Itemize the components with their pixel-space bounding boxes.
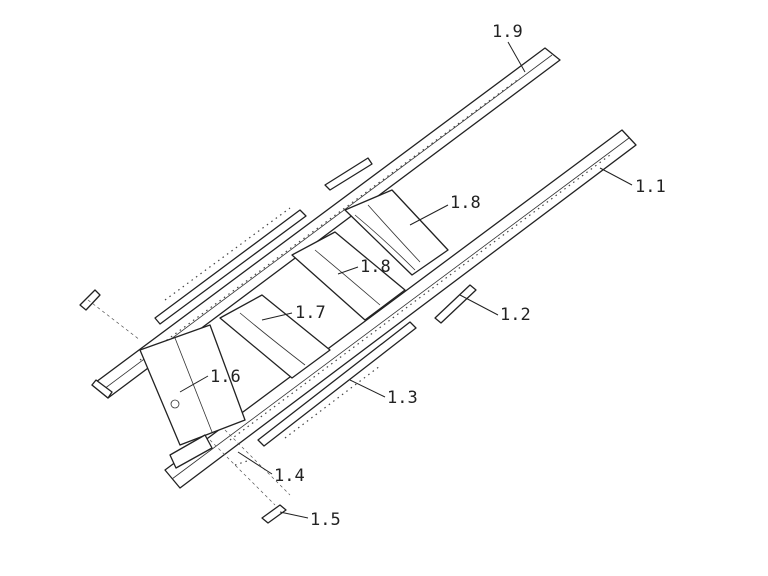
label-1-3: 1.3 (387, 388, 418, 408)
label-1-8-upper: 1.8 (450, 193, 481, 213)
label-1-1: 1.1 (635, 177, 666, 197)
label-1-6: 1.6 (210, 367, 241, 387)
right-side-rail (164, 129, 637, 489)
leader-lines (179, 41, 633, 519)
label-1-4: 1.4 (274, 466, 305, 486)
label-1-8-lower: 1.8 (360, 257, 391, 277)
small-part-1-5 (261, 504, 287, 524)
label-1-7: 1.7 (295, 303, 326, 323)
bracket-1-2 (434, 284, 477, 324)
label-1-9: 1.9 (492, 22, 523, 42)
left-side-rail (91, 47, 561, 399)
label-1-5: 1.5 (310, 510, 341, 530)
front-end-1-4 (169, 429, 291, 506)
part-labels: 1.9 1.1 1.8 1.8 1.7 1.2 1.6 1.3 1.4 1.5 (210, 22, 666, 530)
cross-member-1-8-upper (344, 189, 449, 276)
cross-member-1-7 (219, 294, 331, 379)
cross-member-1-8-lower (291, 231, 406, 321)
reinforcement-1-3 (257, 321, 417, 447)
bracket-group-left (79, 157, 373, 341)
label-1-2: 1.2 (500, 305, 531, 325)
